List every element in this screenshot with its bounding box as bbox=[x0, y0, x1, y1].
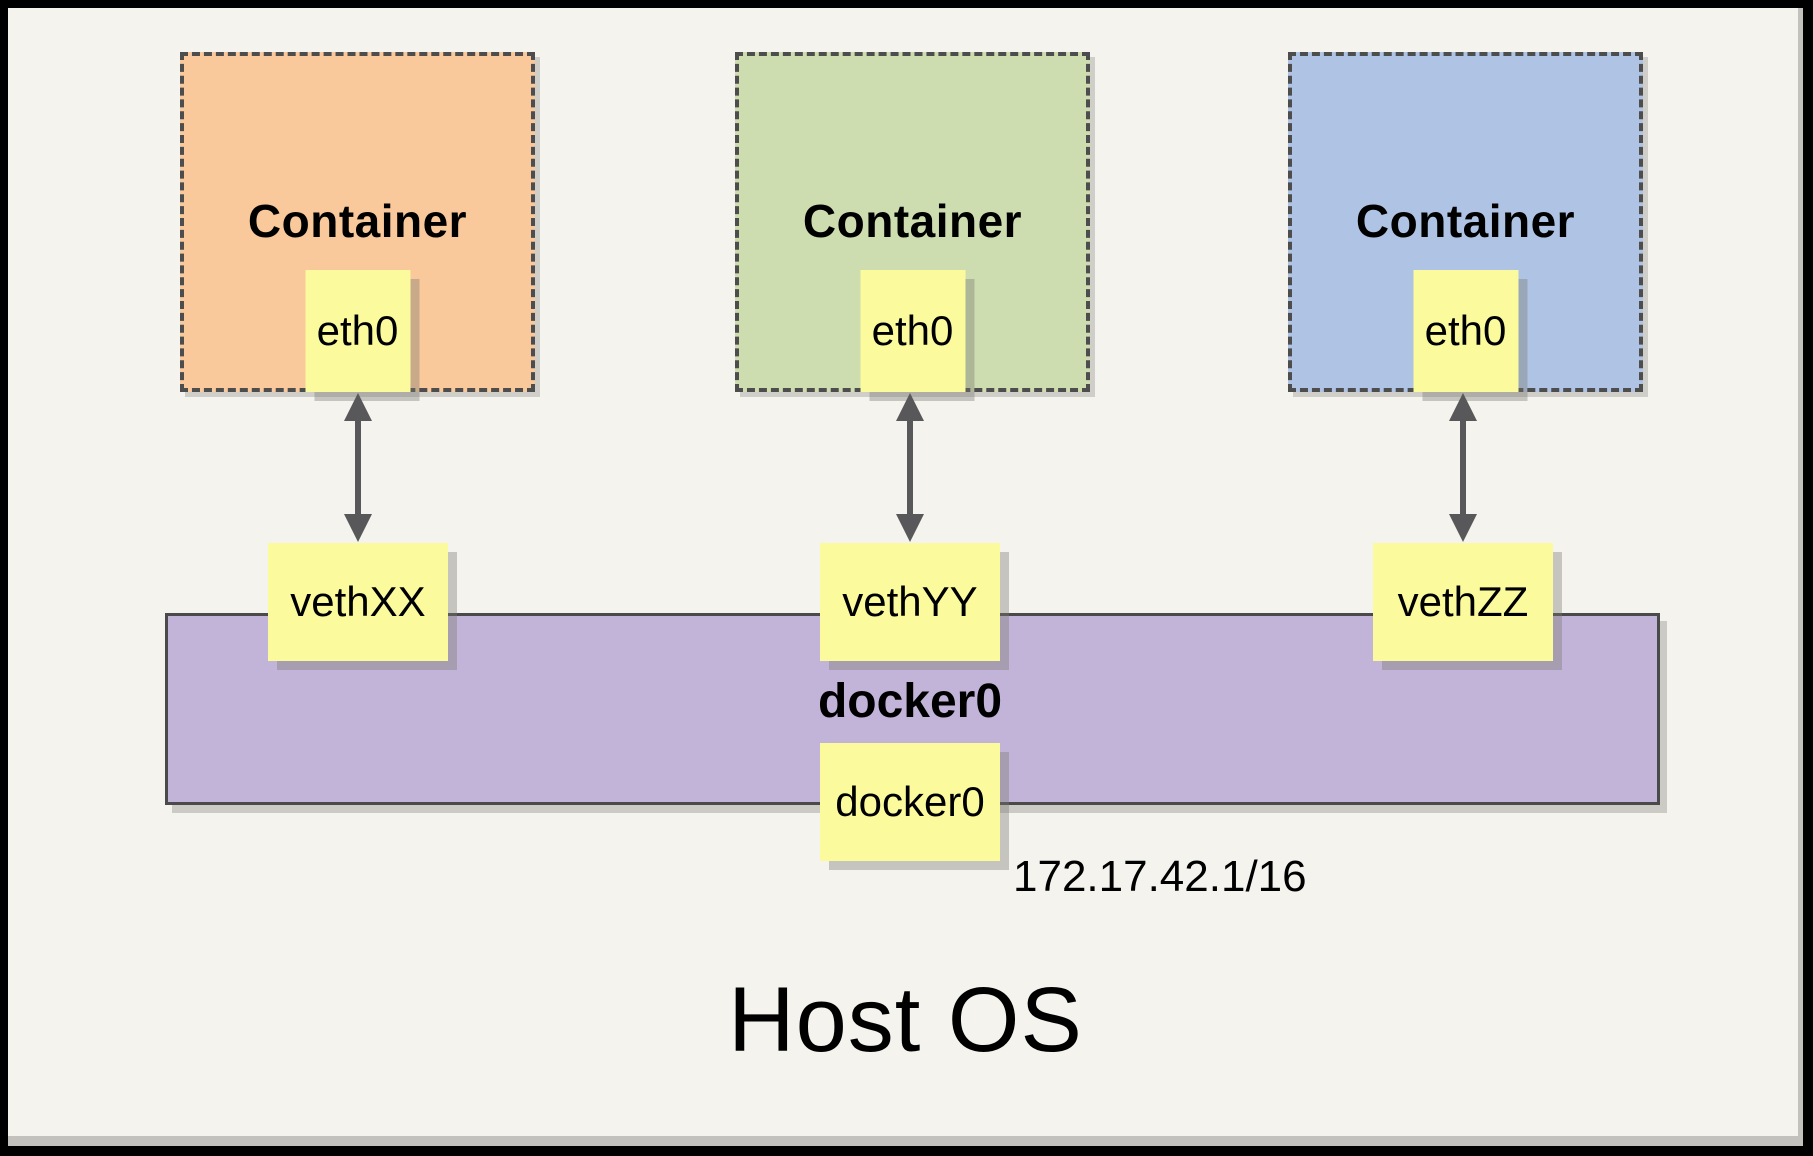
docker0-interface-label: docker0 bbox=[835, 778, 985, 825]
vethXX-box: vethXX bbox=[268, 543, 448, 661]
container-box-1: Container eth0 bbox=[180, 52, 535, 392]
diagram-canvas: Container eth0 Container eth0 Container … bbox=[8, 8, 1803, 1146]
docker0-interface-box: docker0 bbox=[820, 743, 1000, 861]
container-box-2: Container eth0 bbox=[735, 52, 1090, 392]
vethZZ-box: vethZZ bbox=[1373, 543, 1553, 661]
vethZZ-label: vethZZ bbox=[1397, 578, 1529, 625]
bridge-ip-address: 172.17.42.1/16 bbox=[1013, 852, 1307, 901]
container-label-1: Container bbox=[247, 195, 468, 247]
eth0-box-2: eth0 bbox=[860, 270, 965, 392]
host-os-title: Host OS bbox=[728, 969, 1083, 1071]
vethXX-label: vethXX bbox=[290, 578, 426, 625]
container-label-3: Container bbox=[1355, 195, 1576, 247]
eth0-label-2: eth0 bbox=[871, 307, 954, 354]
double-arrow-icon-1 bbox=[344, 393, 372, 542]
container-box-3: Container eth0 bbox=[1288, 52, 1643, 392]
double-arrow-icon-2 bbox=[896, 393, 924, 542]
docker0-bridge-label: docker0 bbox=[817, 675, 1003, 728]
eth0-label-3: eth0 bbox=[1424, 307, 1507, 354]
eth0-box-1: eth0 bbox=[305, 270, 410, 392]
double-arrow-icon-3 bbox=[1449, 393, 1477, 542]
eth0-box-3: eth0 bbox=[1413, 270, 1518, 392]
vethYY-box: vethYY bbox=[820, 543, 1000, 661]
container-label-2: Container bbox=[802, 195, 1023, 247]
eth0-label-1: eth0 bbox=[316, 307, 399, 354]
vethYY-label: vethYY bbox=[842, 578, 978, 625]
